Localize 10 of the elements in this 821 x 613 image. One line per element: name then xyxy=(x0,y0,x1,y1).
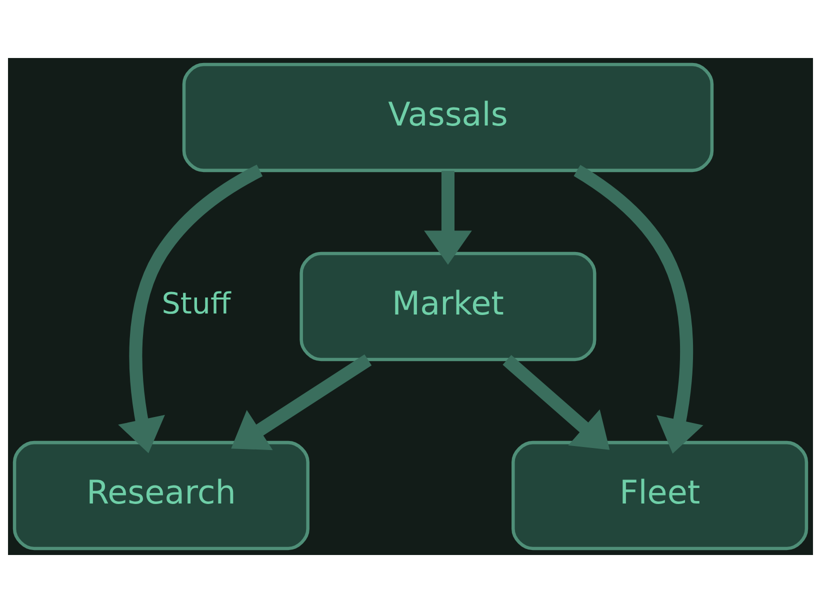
node-box: Vassals xyxy=(182,62,714,172)
edge-label: Stuff xyxy=(162,286,231,321)
arrow xyxy=(502,354,610,450)
arrow xyxy=(424,170,472,265)
arrow xyxy=(118,164,263,454)
node-box: Fleet xyxy=(512,440,808,550)
node-box: Research xyxy=(12,440,310,550)
arrow xyxy=(574,164,704,454)
arrow xyxy=(231,354,372,450)
node-box: Market xyxy=(300,252,596,362)
